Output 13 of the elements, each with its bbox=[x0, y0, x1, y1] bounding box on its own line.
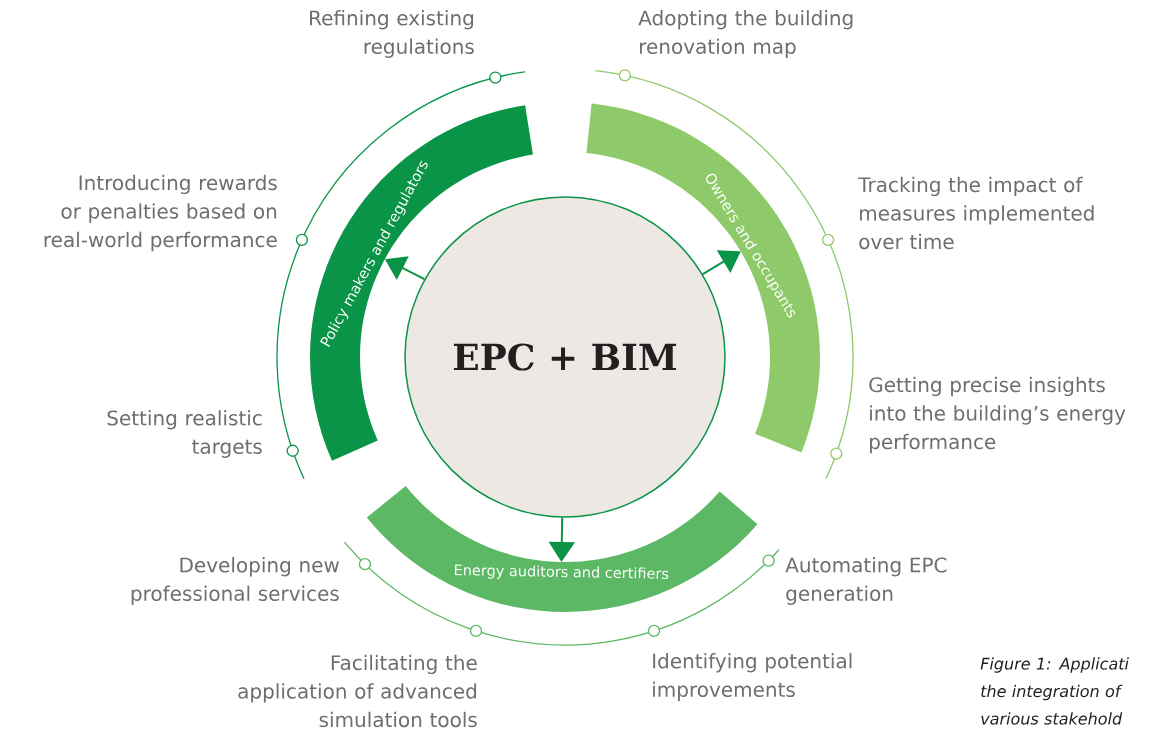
figure-caption: Figure 1: Applicati the integration of various stakehold bbox=[980, 657, 1129, 725]
item-label: Adopting the building renovation map bbox=[638, 10, 853, 58]
item-label: Introducing rewards or penalties based on real-world performance bbox=[44, 174, 277, 252]
band-segment: Energy auditors and certifiers bbox=[366, 486, 758, 612]
item-label: Identifying potential improvements bbox=[653, 653, 852, 701]
item-label: Setting realistic targets bbox=[107, 410, 262, 458]
item-label: Refining existing regulations bbox=[310, 10, 474, 58]
item-label: Tracking the impact of measures implemented over time bbox=[858, 176, 1094, 250]
item-label: Getting precise insights into the building’s energy performance bbox=[869, 376, 1126, 454]
item-label: Developing new professional services bbox=[131, 557, 339, 605]
item-label: Automating EPC generation bbox=[785, 557, 947, 605]
item-label: Facilitating the application of advanced simulation tools bbox=[238, 654, 477, 728]
pointer-arrow bbox=[701, 250, 741, 276]
